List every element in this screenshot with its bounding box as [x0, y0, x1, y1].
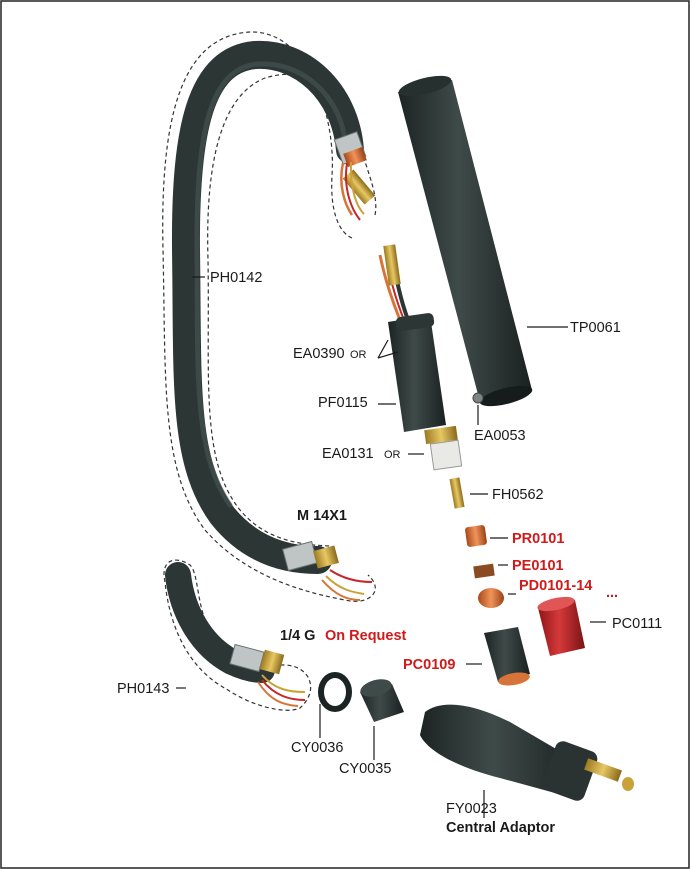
label-cy0035: CY0035	[339, 761, 391, 777]
hose-ph0143	[163, 559, 312, 711]
label-ea0390: EA0390	[293, 346, 345, 362]
label-quarter-g: 1/4 G	[280, 628, 315, 644]
label-ph0142: PH0142	[210, 270, 262, 286]
electrode-pe0101	[473, 563, 495, 579]
label-ea0390-or: OR	[350, 349, 367, 361]
nozzle-pd0101	[478, 588, 504, 608]
label-ea0053: EA0053	[474, 428, 526, 444]
shield-cap-pc0109	[484, 627, 530, 686]
label-tp0061: TP0061	[570, 320, 621, 336]
hose-ph0142	[162, 31, 377, 602]
label-ea0131-or: OR	[384, 449, 401, 461]
electrode-fh0562	[449, 477, 465, 509]
label-pc0109: PC0109	[403, 657, 455, 673]
label-fh0562: FH0562	[492, 487, 544, 503]
label-pc0111: PC0111	[612, 616, 662, 632]
shield-cap-pc0111	[537, 596, 585, 656]
label-ea0131: EA0131	[322, 446, 374, 462]
label-pd0101: PD0101-14	[519, 578, 592, 594]
label-pr0101: PR0101	[512, 531, 564, 547]
label-m14x1: M 14X1	[297, 508, 347, 524]
label-ph0143: PH0143	[117, 681, 169, 697]
label-fy0023: FY0023	[446, 801, 497, 817]
tube-tp0061	[398, 75, 533, 407]
torch-body-pf0115	[378, 244, 484, 471]
central-adaptor-fy0023	[420, 704, 634, 801]
label-pe0101: PE0101	[512, 558, 564, 574]
ring-cy0036	[318, 672, 352, 712]
label-pd0101-dots: ...	[606, 585, 618, 601]
label-on-request: On Request	[325, 628, 407, 644]
swirl-ring-pr0101	[465, 525, 487, 547]
sleeve-cy0035	[360, 679, 404, 722]
label-central-adaptor: Central Adaptor	[446, 820, 555, 836]
label-pf0115: PF0115	[318, 395, 368, 411]
label-cy0036: CY0036	[291, 740, 343, 756]
